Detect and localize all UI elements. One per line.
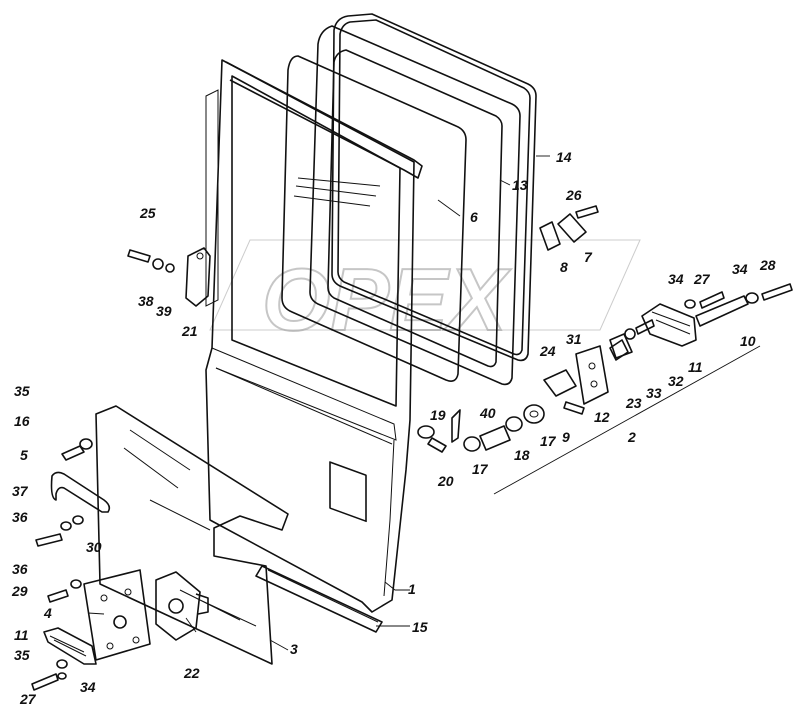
latch-lower xyxy=(43,627,97,665)
callout-35-lower: 35 xyxy=(14,647,30,663)
callout-21: 21 xyxy=(181,323,198,339)
callout-35-upper: 35 xyxy=(14,383,30,399)
callout-17-lower: 17 xyxy=(472,461,489,477)
lock-mechanism xyxy=(155,571,209,641)
callout-10: 10 xyxy=(740,333,756,349)
callout-11-right: 11 xyxy=(688,359,703,375)
callout-36-upper: 36 xyxy=(12,509,28,525)
door-frame xyxy=(205,59,423,613)
callout-4: 4 xyxy=(43,605,52,621)
callout-25: 25 xyxy=(139,205,156,221)
callout-20: 20 xyxy=(437,473,454,489)
seal-loop xyxy=(331,13,537,362)
callout-28: 28 xyxy=(759,257,776,273)
inner-trim-panel xyxy=(95,405,289,665)
callout-39: 39 xyxy=(156,303,172,319)
callout-23: 23 xyxy=(625,395,642,411)
callout-9: 9 xyxy=(562,429,570,445)
callout-17-upper: 17 xyxy=(540,433,557,449)
fasteners-left xyxy=(31,438,93,691)
callout-11-left: 11 xyxy=(14,627,29,643)
callout-3: 3 xyxy=(290,641,298,657)
group-bracket-2 xyxy=(493,345,761,495)
pin-assembly xyxy=(417,404,545,453)
callout-24: 24 xyxy=(539,343,556,359)
callout-5: 5 xyxy=(20,447,28,463)
callout-40: 40 xyxy=(479,405,496,421)
callout-12: 12 xyxy=(594,409,610,425)
callout-8: 8 xyxy=(560,259,568,275)
callout-30: 30 xyxy=(86,539,102,555)
callout-16: 16 xyxy=(14,413,30,429)
callout-7: 7 xyxy=(584,249,593,265)
callout-6: 6 xyxy=(470,209,478,225)
callout-29: 29 xyxy=(11,583,28,599)
bottom-seal-strip xyxy=(255,565,383,633)
bracket-upper-right xyxy=(539,205,599,251)
window-frame xyxy=(309,25,521,386)
callout-22: 22 xyxy=(183,665,200,681)
callout-38: 38 xyxy=(138,293,154,309)
callout-34-a: 34 xyxy=(668,271,684,287)
callout-36-lower: 36 xyxy=(12,561,28,577)
door-handle xyxy=(50,471,111,513)
hinge-upper-left xyxy=(127,247,211,307)
callout-15: 15 xyxy=(412,619,428,635)
callout-27-left: 27 xyxy=(19,691,37,707)
callout-31: 31 xyxy=(566,331,582,347)
callout-18: 18 xyxy=(514,447,530,463)
callout-32: 32 xyxy=(668,373,684,389)
callout-34-c: 34 xyxy=(80,679,96,695)
callout-1: 1 xyxy=(408,581,416,597)
callout-33: 33 xyxy=(646,385,662,401)
callout-14: 14 xyxy=(556,149,572,165)
callout-13: 13 xyxy=(512,177,528,193)
hinge-pin-group-right xyxy=(609,283,793,361)
hinge-assembly xyxy=(543,333,633,415)
callout-37: 37 xyxy=(12,483,29,499)
callout-19: 19 xyxy=(430,407,446,423)
callout-labels: 1 2 3 4 5 6 7 8 9 10 11 11 12 13 14 15 1… xyxy=(11,149,776,707)
leader-lines xyxy=(87,155,550,651)
callout-26: 26 xyxy=(565,187,582,203)
mounting-plate xyxy=(83,569,151,661)
callout-34-b: 34 xyxy=(732,261,748,277)
callout-2: 2 xyxy=(627,429,636,445)
callout-27-right: 27 xyxy=(693,271,711,287)
glass-pane xyxy=(281,55,467,382)
